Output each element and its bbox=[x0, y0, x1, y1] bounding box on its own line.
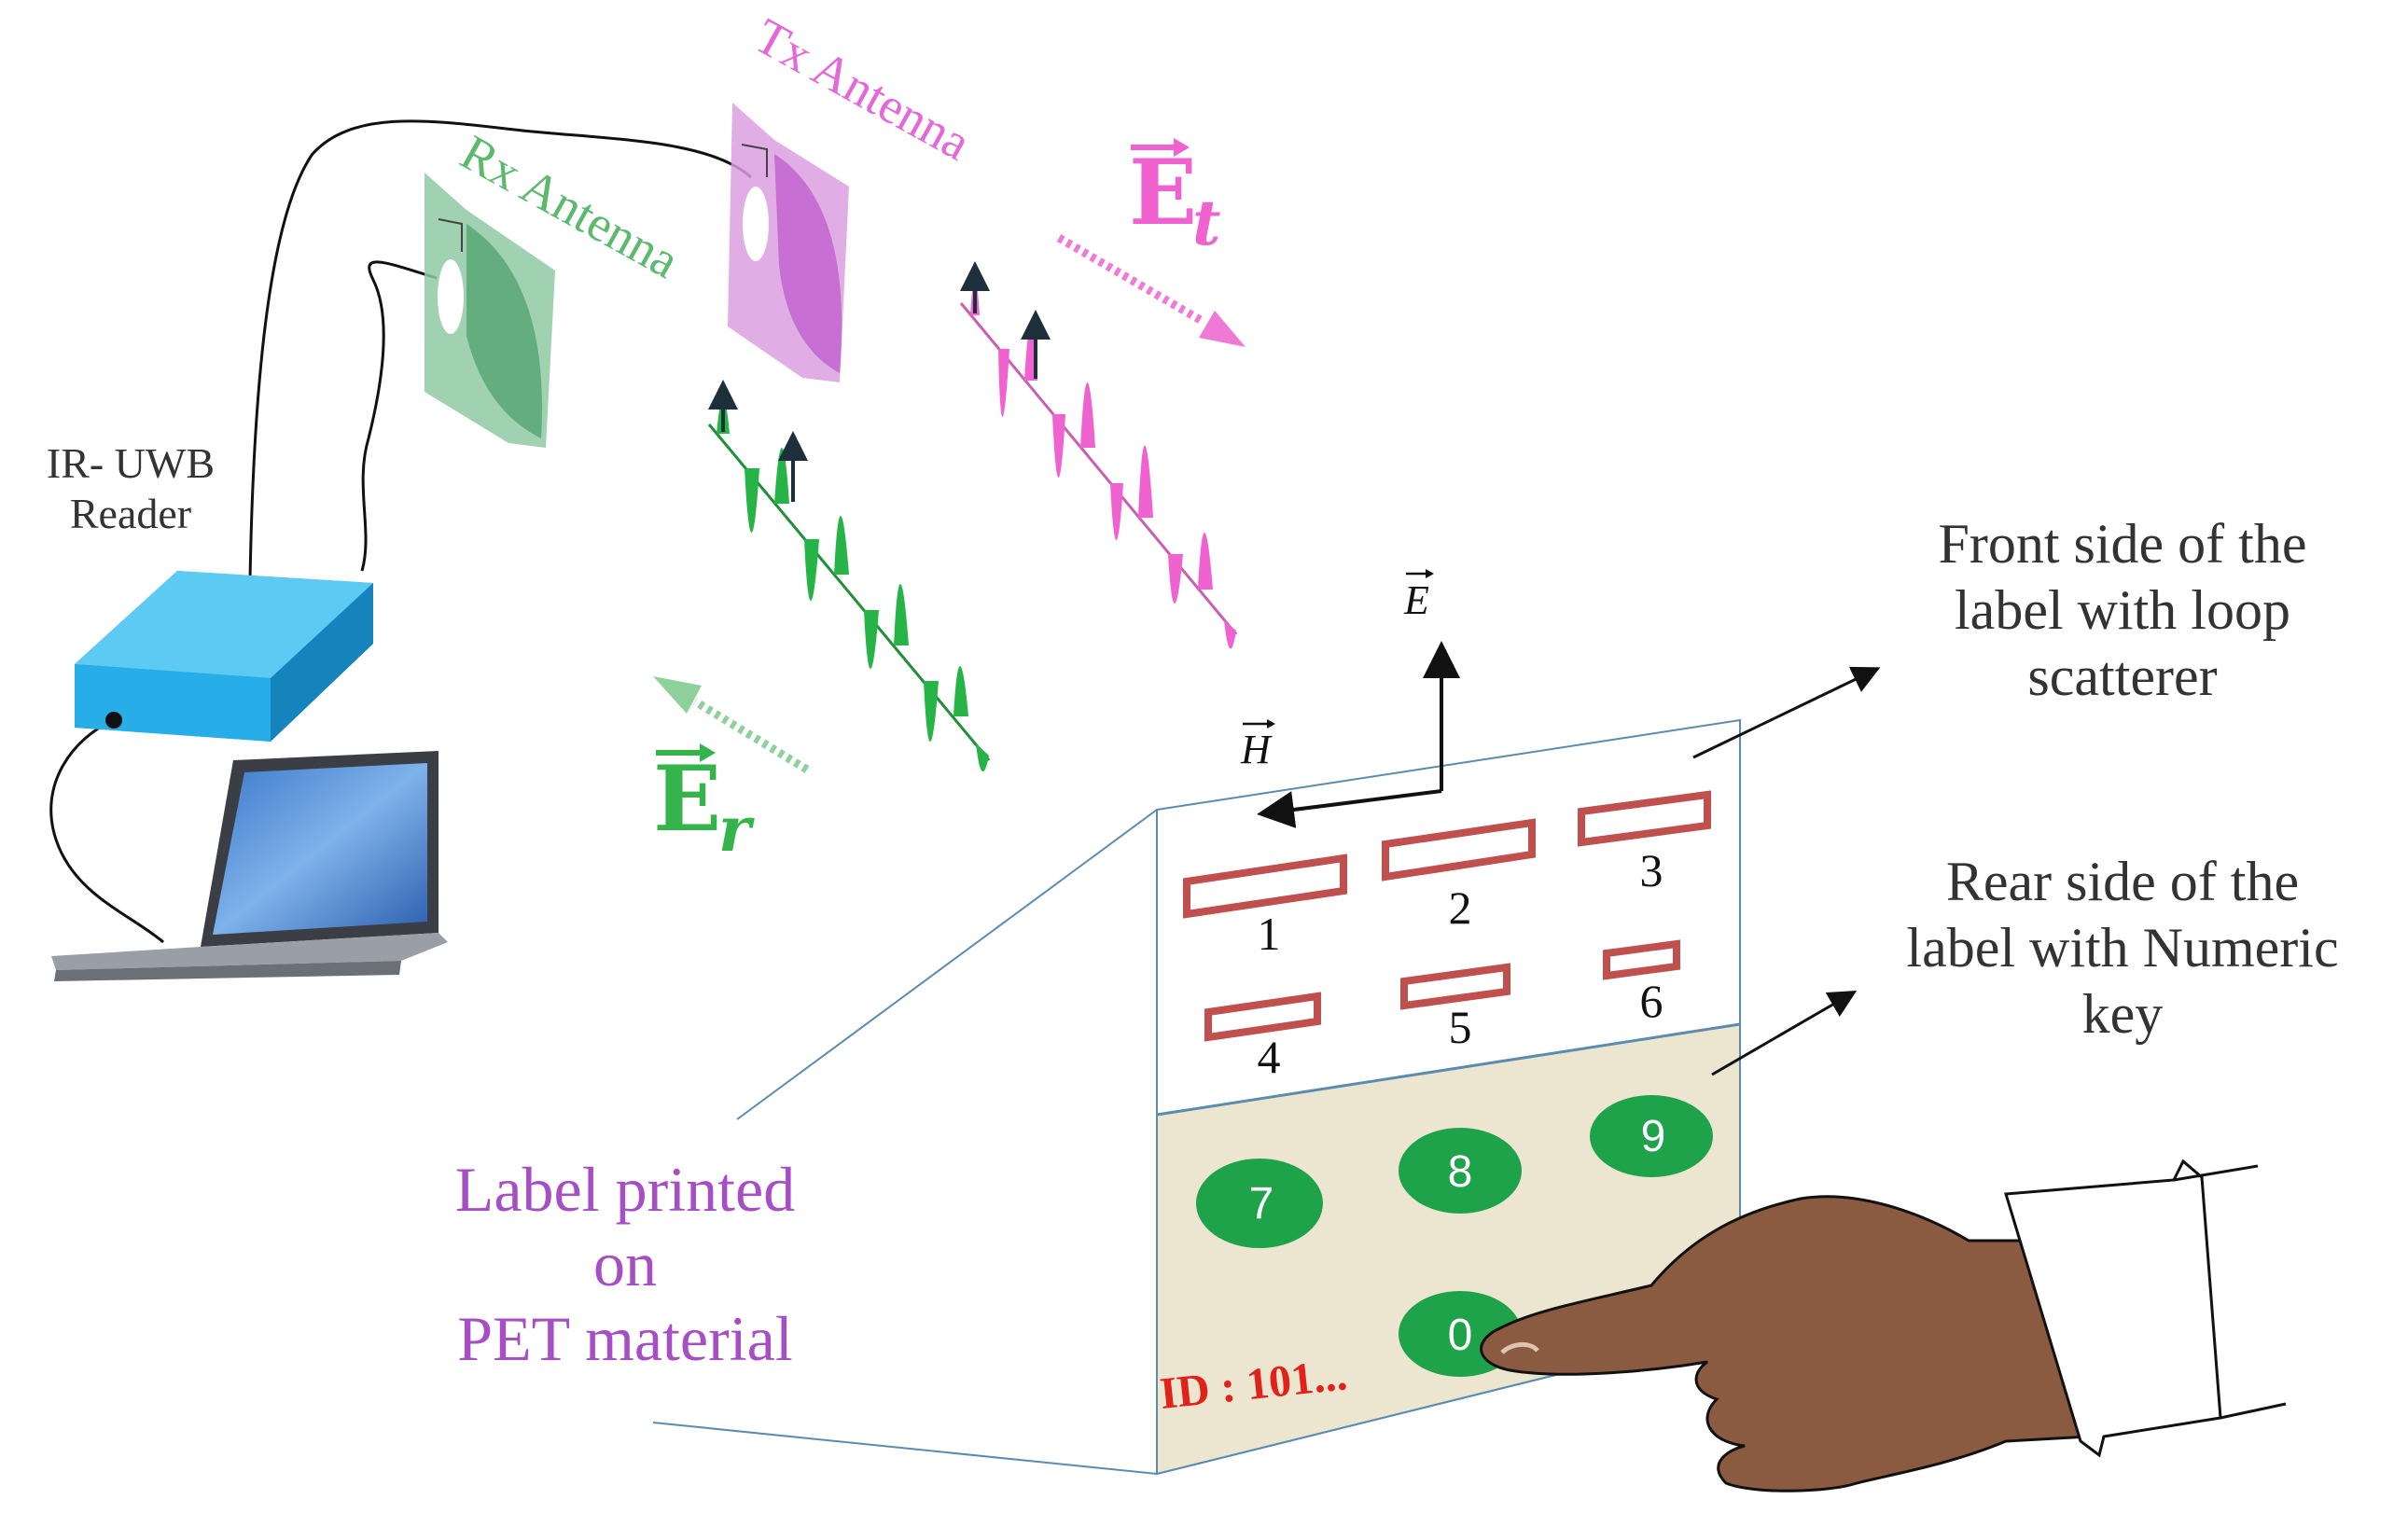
er-vector-label: E r bbox=[653, 743, 755, 866]
key-numbers: 7 8 9 0 bbox=[1249, 1112, 1666, 1360]
scatterer-number-5: 5 bbox=[1449, 1001, 1472, 1053]
key-9: 9 bbox=[1641, 1112, 1666, 1161]
tx-direction-arrow bbox=[1056, 234, 1246, 347]
scatterer-6 bbox=[1603, 939, 1680, 980]
reader-box bbox=[75, 571, 373, 742]
front-side-callout: Front side of the label with loop scatte… bbox=[1938, 513, 2307, 707]
et-vector-label: E t bbox=[1129, 138, 1221, 259]
svg-text:H: H bbox=[1240, 727, 1273, 772]
callout-arrows bbox=[1692, 666, 1881, 1076]
scatterer-1 bbox=[1183, 854, 1347, 919]
pet-leader-bottom bbox=[652, 1422, 1158, 1475]
pet-material-callout: Label printed on PET material bbox=[454, 1154, 796, 1375]
field-axes bbox=[1257, 641, 1460, 828]
scatterer-5 bbox=[1400, 963, 1510, 1010]
rx-wave bbox=[707, 380, 991, 772]
hand bbox=[1480, 1159, 2287, 1492]
e-axis-label: E bbox=[1403, 569, 1434, 623]
rear-side-callout: Rear side of the label with Numeric key bbox=[1906, 851, 2339, 1045]
et-subscript: t bbox=[1192, 187, 1221, 259]
key-7-shape bbox=[1196, 1159, 1323, 1248]
laptop-cable bbox=[49, 718, 164, 944]
key-8: 8 bbox=[1448, 1147, 1473, 1197]
scatterer-number-4: 4 bbox=[1258, 1031, 1281, 1083]
scatterer-array bbox=[1183, 790, 1711, 1042]
scatterer-3 bbox=[1578, 790, 1711, 847]
reader-label: IR- UWB Reader bbox=[46, 439, 216, 538]
svg-text:E: E bbox=[1403, 577, 1429, 623]
laptop bbox=[51, 751, 448, 981]
rx-antenna bbox=[425, 173, 555, 448]
er-subscript: r bbox=[718, 793, 755, 866]
h-axis-label: H bbox=[1240, 719, 1275, 772]
scatterer-number-2: 2 bbox=[1449, 881, 1472, 934]
scatterer-number-3: 3 bbox=[1640, 844, 1663, 896]
tx-antenna bbox=[728, 103, 849, 382]
pet-leader-top bbox=[736, 809, 1158, 1120]
scatterer-numbers: 1 2 3 4 5 6 bbox=[1258, 844, 1663, 1083]
scatterer-2 bbox=[1382, 818, 1536, 881]
et-symbol: E bbox=[1129, 140, 1197, 245]
key-0: 0 bbox=[1448, 1311, 1473, 1360]
scatterer-number-6: 6 bbox=[1640, 975, 1663, 1027]
er-symbol: E bbox=[653, 746, 721, 852]
key-7: 7 bbox=[1249, 1179, 1274, 1229]
key-8-shape bbox=[1399, 1128, 1522, 1214]
keypad bbox=[1196, 1095, 1713, 1377]
rx-cable bbox=[360, 260, 438, 572]
key-9-shape bbox=[1590, 1095, 1713, 1177]
scatterer-4 bbox=[1204, 992, 1321, 1042]
tx-wave bbox=[959, 261, 1238, 649]
rx-direction-arrow bbox=[653, 676, 810, 773]
scatterer-number-1: 1 bbox=[1258, 908, 1281, 960]
tx-cable bbox=[248, 119, 752, 581]
